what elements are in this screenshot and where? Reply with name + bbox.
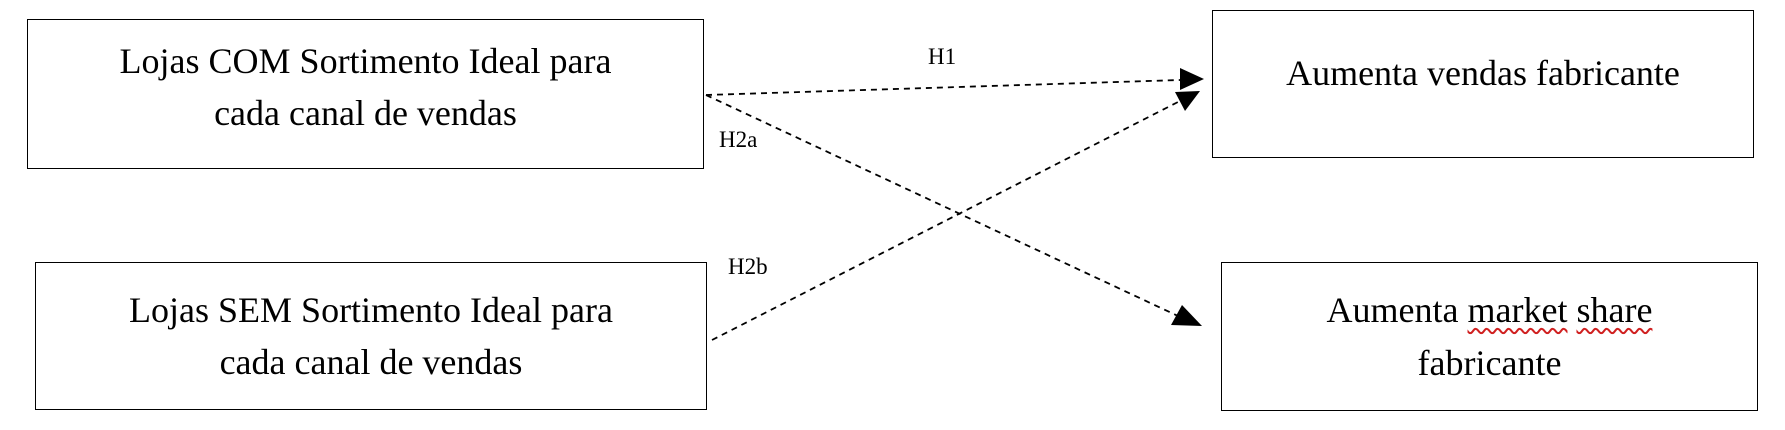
spellcheck-word-market: market: [1467, 290, 1568, 331]
edge-label-h1: H1: [928, 44, 957, 69]
share-prefix: Aumenta: [1326, 290, 1468, 331]
node-sem-sortimento: Lojas SEM Sortimento Ideal para cada can…: [35, 262, 707, 410]
node-aumenta-vendas: Aumenta vendas fabricante: [1212, 10, 1754, 158]
node-com-sortimento-line-1: Lojas COM Sortimento Ideal para: [119, 40, 612, 81]
edge-h1-line: [705, 79, 1181, 96]
node-aumenta-market-share-line-2: fabricante: [1417, 342, 1562, 383]
edge-label-h2a: H2a: [719, 127, 758, 152]
node-aumenta-vendas-label: Aumenta vendas fabricante: [1286, 52, 1680, 93]
node-com-sortimento: Lojas COM Sortimento Ideal para cada can…: [27, 19, 704, 169]
edge-h2b-line: [711, 101, 1179, 341]
edge-label-h2b: H2b: [728, 254, 768, 279]
node-com-sortimento-line-2: cada canal de vendas: [214, 93, 517, 133]
node-sem-sortimento-line-1: Lojas SEM Sortimento Ideal para: [129, 289, 613, 330]
edge-h2b-arrowhead: [1175, 91, 1200, 111]
node-aumenta-market-share-line-1: Aumenta market share: [1327, 284, 1653, 336]
node-aumenta-market-share: Aumenta market share fabricante: [1221, 262, 1758, 411]
spellcheck-word-share: share: [1576, 290, 1653, 331]
edge-h2a-line: [705, 94, 1179, 317]
node-sem-sortimento-line-2: cada canal de vendas: [219, 342, 523, 382]
edge-h1-arrowhead: [1180, 68, 1204, 90]
edge-h2a-arrowhead: [1171, 305, 1202, 326]
